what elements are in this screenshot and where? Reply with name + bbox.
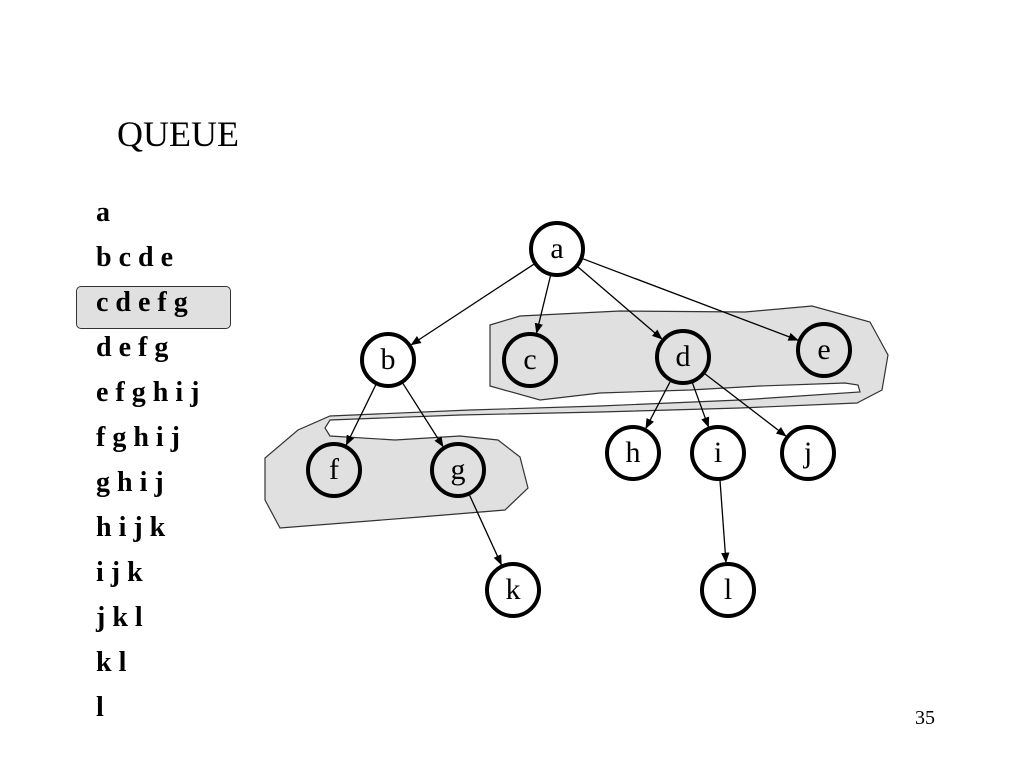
node-circle [655,329,711,385]
edge-a-e [581,257,799,341]
tree-node-h: h [605,425,661,481]
node-circle [485,562,541,618]
edge-d-i [691,381,710,428]
edge-i-l [719,478,730,564]
node-circle [700,562,756,618]
tree-node-b: b [360,332,416,388]
queue-row: f g h i j [96,422,180,453]
edge-g-k [468,493,502,566]
node-label: g [451,453,466,486]
tree-node-i: i [690,425,746,481]
queue-row: h i j k [96,512,166,543]
node-label: i [714,436,722,469]
page-number: 35 [915,707,935,729]
node-label: b [381,343,396,376]
edge-a-c [534,274,552,334]
tree-node-e: e [796,322,852,378]
tree-node-l: l [700,562,756,618]
node-label: e [817,333,830,366]
tree-node-j: j [780,425,836,481]
queue-row: d e f g [96,332,169,363]
queue-row: i j k [96,557,143,588]
node-label: l [724,573,732,606]
edge-a-d [576,265,663,340]
tree-node-d: d [655,329,711,385]
node-circle [529,221,585,277]
edge-b-g [401,381,444,448]
queue-row: b c d e [96,242,173,273]
queue-highlight-region [264,305,889,529]
node-label: c [523,343,536,376]
node-circle [306,442,362,498]
queue-row: g h i j [96,467,164,498]
node-circle [780,425,836,481]
tree-node-a: a [529,221,585,277]
queue-row: a [96,197,110,228]
node-label: k [506,573,521,606]
tree-nodes: a b c d e f g h i j k l [306,221,852,618]
node-label: a [550,232,563,265]
queue-row: l [96,692,104,723]
node-circle [502,332,558,388]
slide-title: QUEUE [117,114,239,154]
node-label: f [329,453,339,486]
tree-node-f: f [306,442,362,498]
node-circle [796,322,852,378]
node-label: j [803,436,812,469]
node-circle [360,332,416,388]
tree-node-c: c [502,332,558,388]
queue-list: a b c d e c d e f g d e f g e f g h i j … [75,196,232,736]
node-circle [430,442,486,498]
queue-row-highlighted: c d e f g [75,286,232,331]
queue-row: j k l [96,602,143,633]
queue-row: e f g h i j [96,377,200,408]
node-circle [605,425,661,481]
edge-d-j [703,372,787,437]
node-circle [690,425,746,481]
node-label: h [626,436,641,469]
edge-b-f [345,383,378,446]
node-label: d [676,340,691,373]
edge-d-h [645,379,672,430]
edge-a-b [410,262,536,346]
queue-row: k l [96,647,127,678]
tree-edges [345,257,799,566]
tree-node-g: g [430,442,486,498]
tree-node-k: k [485,562,541,618]
